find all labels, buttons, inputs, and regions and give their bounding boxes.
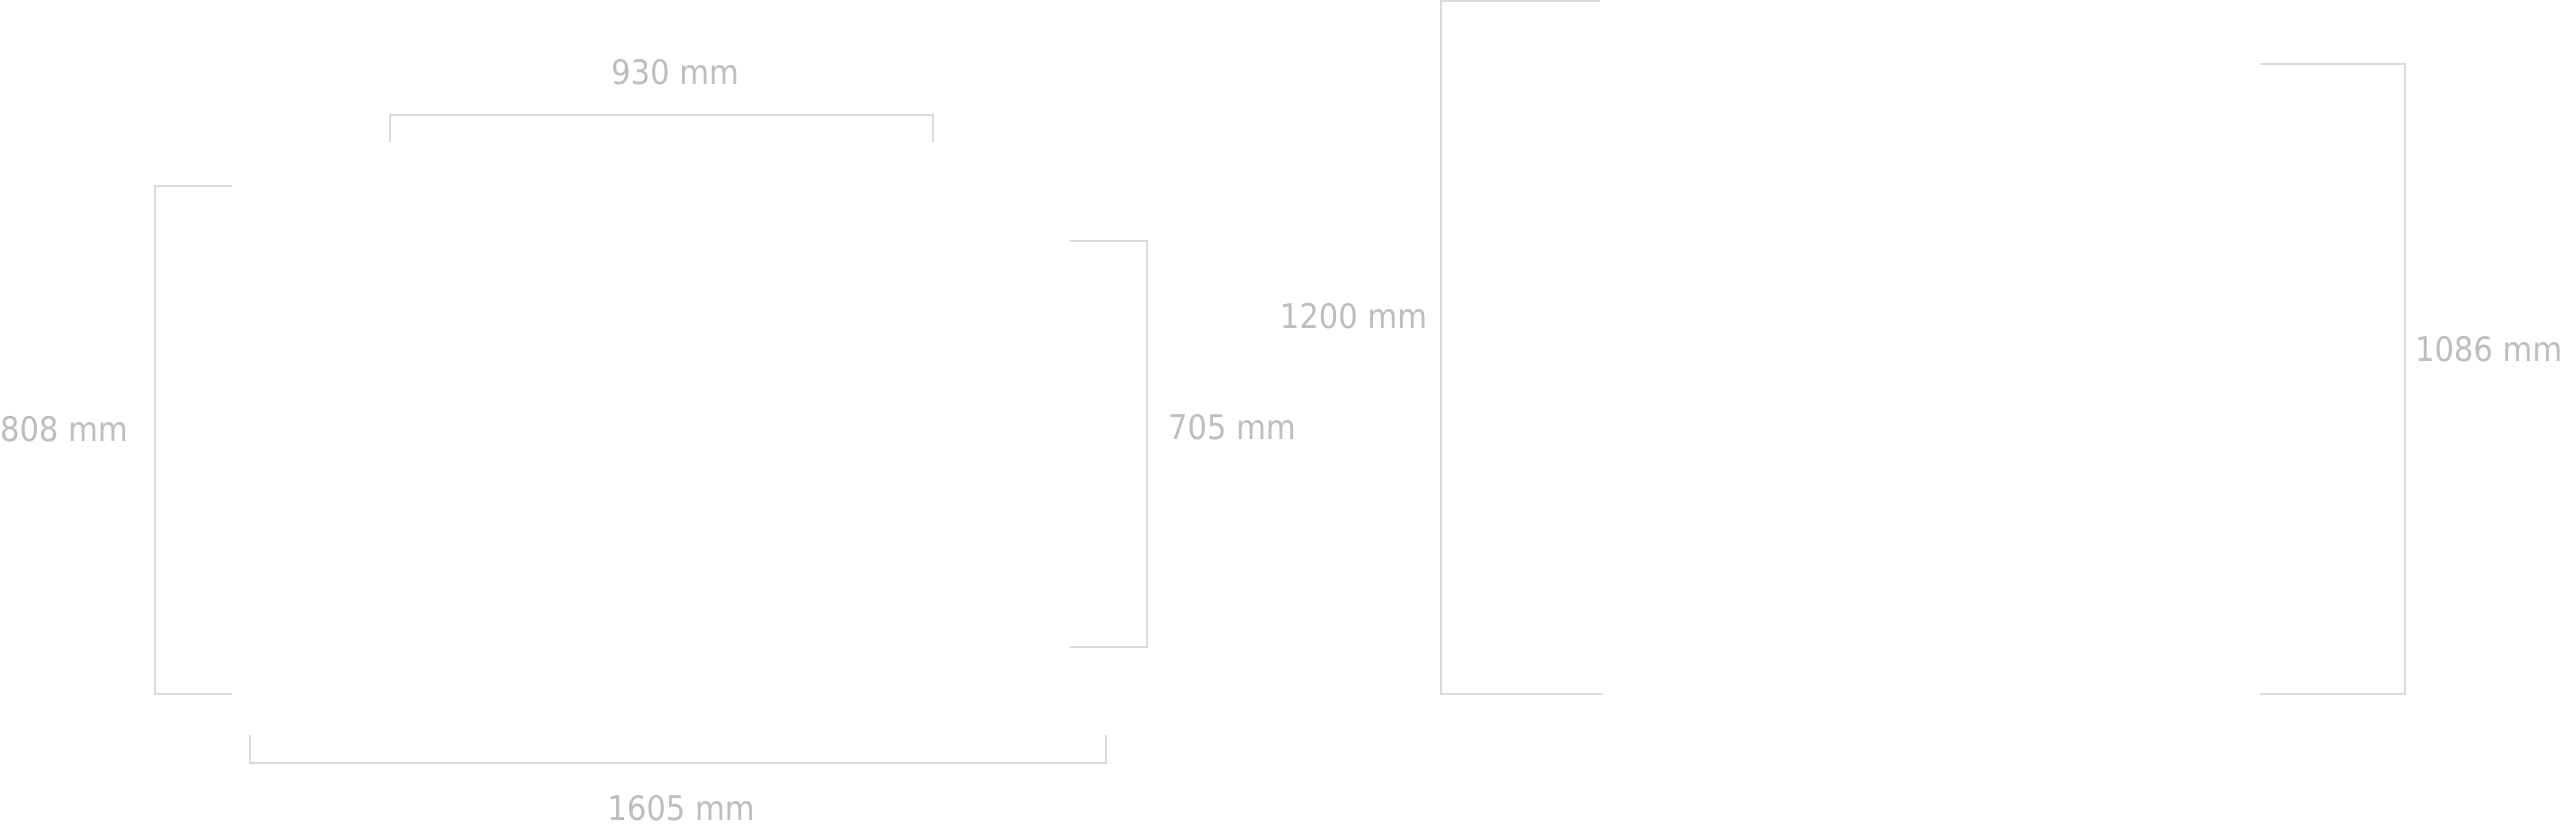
right-unit: 1200 mm 1086 mm (1280, 0, 2560, 695)
right-unit-left-height-bracket (1440, 0, 1603, 695)
left-unit-bottom-width-label: 1605 mm (607, 789, 754, 827)
left-unit-right-height-label: 705 mm (1168, 408, 1296, 448)
left-unit-left-height-label: 808 mm (0, 410, 128, 450)
right-unit-right-height-bracket (2260, 63, 2406, 695)
left-unit-top-width-bracket (389, 114, 934, 142)
left-unit-left-height-bracket (154, 185, 232, 695)
left-unit-top-width-label: 930 mm (611, 53, 739, 93)
right-unit-left-height-label: 1200 mm (1280, 297, 1427, 337)
right-unit-right-height-label: 1086 mm (2415, 330, 2560, 370)
left-unit: 930 mm 808 mm 705 mm 1605 mm (0, 53, 1296, 827)
left-unit-right-height-bracket (1070, 240, 1148, 648)
left-unit-bottom-width-bracket (249, 735, 1107, 764)
